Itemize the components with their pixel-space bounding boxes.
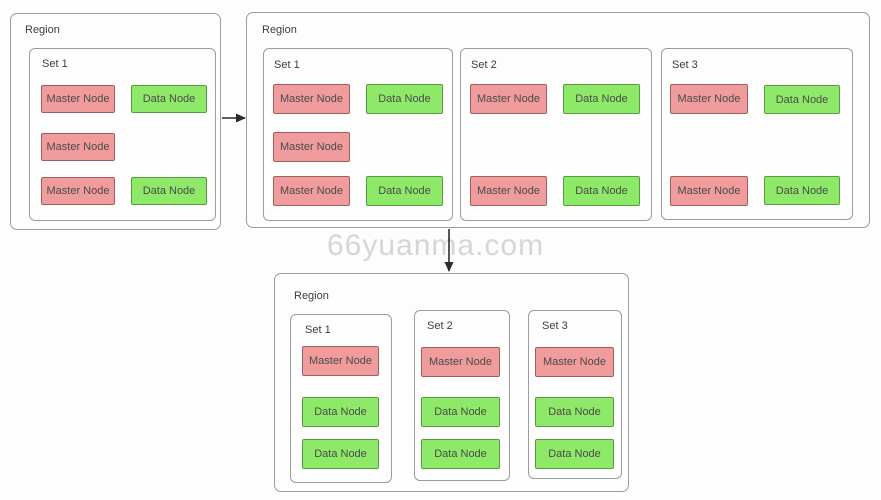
set-label: Set 3 (542, 320, 568, 332)
region-box-1: Region Set 1 Master Node Data Node Maste… (10, 13, 221, 230)
data-node: Data Node (366, 176, 443, 206)
data-node: Data Node (131, 177, 207, 205)
master-node: Master Node (535, 347, 614, 377)
set-box-r2-s1: Set 1 Master Node Data Node Master Node … (263, 48, 453, 221)
master-node: Master Node (273, 132, 350, 162)
data-node: Data Node (302, 397, 379, 427)
watermark: 66yuanma.com (327, 229, 545, 262)
set-label: Set 3 (672, 59, 698, 71)
data-node: Data Node (535, 397, 614, 427)
master-node: Master Node (41, 177, 115, 205)
master-node: Master Node (41, 85, 115, 113)
region-box-2: Region Set 1 Master Node Data Node Maste… (246, 12, 870, 228)
set-box-r3-s2: Set 2 Master Node Data Node Data Node (414, 310, 510, 481)
master-node: Master Node (670, 176, 748, 206)
set-label: Set 1 (274, 59, 300, 71)
set-box-r2-s3: Set 3 Master Node Data Node Master Node … (661, 48, 853, 220)
master-node: Master Node (302, 346, 379, 376)
data-node: Data Node (535, 439, 614, 469)
set-box-r3-s1: Set 1 Master Node Data Node Data Node (290, 314, 392, 483)
set-box-r2-s2: Set 2 Master Node Data Node Master Node … (460, 48, 652, 221)
data-node: Data Node (563, 176, 640, 206)
set-box-r1-s1: Set 1 Master Node Data Node Master Node … (29, 48, 216, 221)
master-node: Master Node (41, 133, 115, 161)
set-label: Set 1 (42, 58, 68, 70)
set-label: Set 2 (427, 320, 453, 332)
data-node: Data Node (764, 176, 840, 205)
master-node: Master Node (421, 347, 500, 377)
set-box-r3-s3: Set 3 Master Node Data Node Data Node (528, 310, 622, 479)
master-node: Master Node (470, 84, 547, 114)
data-node: Data Node (421, 397, 500, 427)
data-node: Data Node (366, 84, 443, 114)
master-node: Master Node (670, 84, 748, 114)
master-node: Master Node (273, 176, 350, 206)
region-label: Region (262, 24, 297, 36)
data-node: Data Node (563, 84, 640, 114)
region-box-3: Region Set 1 Master Node Data Node Data … (274, 273, 629, 492)
data-node: Data Node (131, 85, 207, 113)
set-label: Set 1 (305, 324, 331, 336)
data-node: Data Node (302, 439, 379, 469)
data-node: Data Node (764, 85, 840, 114)
region-label: Region (25, 24, 60, 36)
region-label: Region (294, 290, 329, 302)
set-label: Set 2 (471, 59, 497, 71)
master-node: Master Node (470, 176, 547, 206)
master-node: Master Node (273, 84, 350, 114)
data-node: Data Node (421, 439, 500, 469)
